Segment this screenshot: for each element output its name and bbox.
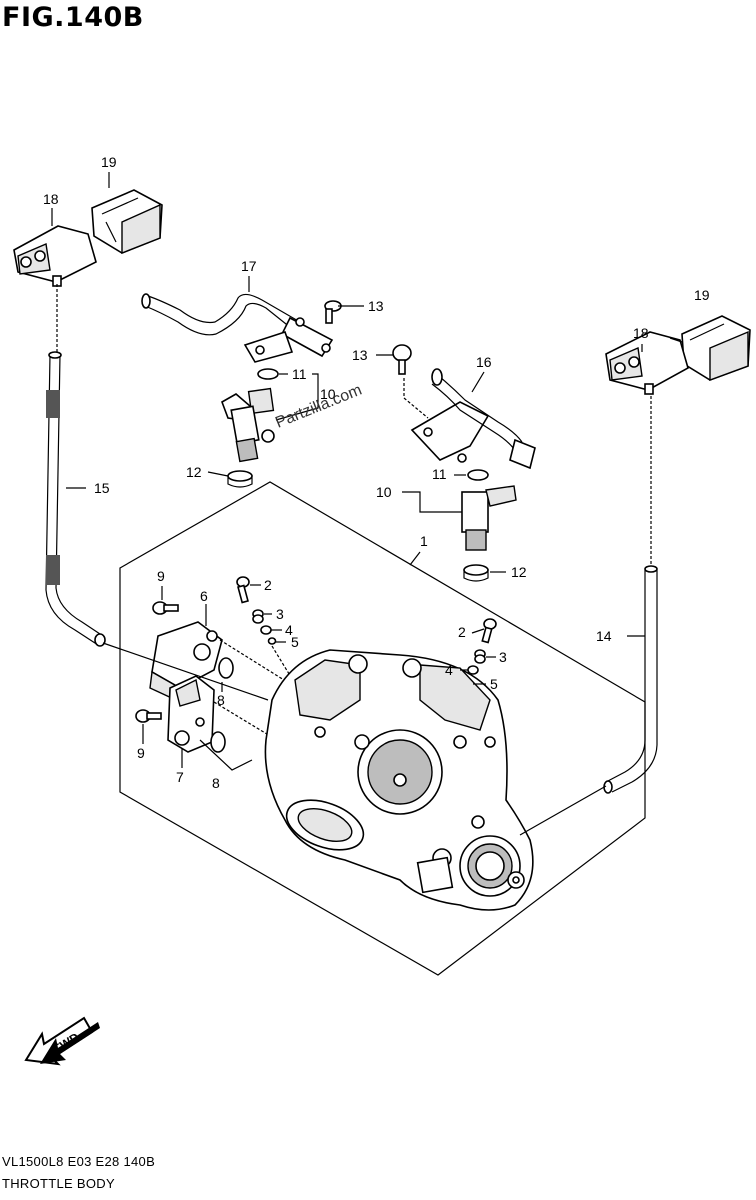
- screw-2-right[interactable]: [481, 618, 497, 644]
- leader-13-dash2: [403, 397, 429, 419]
- callout-5-left: 5: [291, 634, 299, 650]
- o-ring-8-bottom[interactable]: [210, 731, 226, 753]
- leader-lines: [51, 172, 683, 768]
- cap-19-left[interactable]: [91, 189, 163, 255]
- callout-13-top: 13: [368, 298, 384, 314]
- fwd-arrow-icon: FWD: [24, 1016, 100, 1066]
- bolt-13-right[interactable]: [392, 344, 412, 375]
- leader-15-body: [102, 642, 269, 701]
- callout-17: 17: [241, 258, 257, 274]
- assembly-outline: [119, 481, 646, 976]
- throttle-pulley[interactable]: [459, 835, 525, 897]
- model-code: VL1500L8 E03 E28 140B: [2, 1154, 156, 1169]
- o-ring-11-right[interactable]: [467, 469, 489, 481]
- callout-11-left: 11: [292, 366, 307, 382]
- callout-8-top: 8: [217, 692, 225, 708]
- screw-2-left[interactable]: [236, 576, 250, 604]
- callout-19-left: 19: [101, 154, 117, 170]
- spring-3-left[interactable]: [252, 609, 264, 624]
- throttle-body[interactable]: [264, 649, 534, 911]
- callout-10-left: 10: [320, 386, 336, 402]
- callout-8-bottom: 8: [212, 775, 220, 791]
- callout-12-right: 12: [511, 564, 527, 580]
- callout-12-left: 12: [186, 464, 202, 480]
- callout-15: 15: [94, 480, 110, 496]
- washer-4-left[interactable]: [260, 625, 272, 635]
- o-ring-8-top[interactable]: [218, 657, 234, 679]
- callout-2-right: 2: [458, 624, 466, 640]
- seal-12-left[interactable]: [227, 470, 253, 488]
- callout-2-left: 2: [264, 577, 272, 593]
- sensor-7[interactable]: [167, 675, 215, 753]
- callout-5-right: 5: [490, 676, 498, 692]
- callout-10-right: 10: [376, 484, 392, 500]
- callout-19-right: 19: [694, 287, 710, 303]
- fuel-pipe-16[interactable]: [410, 368, 536, 470]
- sensor-18-left[interactable]: [13, 225, 97, 287]
- figure-title: FIG.140B: [2, 2, 144, 33]
- callout-3-right: 3: [499, 649, 507, 665]
- callout-9-top: 9: [157, 568, 165, 584]
- figure-name: THROTTLE BODY: [2, 1176, 115, 1191]
- bolt-9-bottom[interactable]: [135, 709, 162, 723]
- bolt-13-top[interactable]: [324, 300, 342, 324]
- o-ring-5-left[interactable]: [267, 637, 277, 645]
- leader-14-body: [519, 785, 607, 836]
- spring-3-right[interactable]: [474, 649, 486, 664]
- washer-4-right[interactable]: [467, 665, 479, 675]
- callout-11-right: 11: [432, 466, 447, 482]
- fuel-hose-17[interactable]: [141, 293, 334, 363]
- callout-6: 6: [200, 588, 208, 604]
- hose-15[interactable]: [45, 351, 106, 647]
- sensor-18-right[interactable]: [605, 331, 689, 395]
- callout-4-left: 4: [285, 622, 293, 638]
- callout-14: 14: [596, 628, 612, 644]
- leader-8-bottom: [199, 739, 253, 771]
- callout-9-bottom: 9: [137, 745, 145, 761]
- cap-19-right[interactable]: [681, 315, 751, 382]
- callout-3-left: 3: [276, 606, 284, 622]
- injector-10-left[interactable]: [221, 387, 275, 463]
- callout-4-right: 4: [445, 662, 453, 678]
- injector-10-right[interactable]: [461, 485, 517, 551]
- leader-6-body: [219, 639, 301, 691]
- callout-1: 1: [420, 533, 428, 549]
- callout-16: 16: [476, 354, 492, 370]
- callout-18-right: 18: [633, 325, 649, 341]
- hose-14[interactable]: [603, 565, 658, 794]
- seal-12-right[interactable]: [463, 564, 489, 582]
- sensor-6[interactable]: [149, 621, 223, 701]
- callouts: 19 18 17 13 19 18 13 16 11 10 12 11 15 1…: [43, 154, 710, 791]
- bolt-9-top[interactable]: [152, 601, 179, 615]
- callout-13-right: 13: [352, 347, 368, 363]
- callout-7: 7: [176, 769, 184, 785]
- callout-18-left: 18: [43, 191, 59, 207]
- watermark: Partzilla.com: [273, 382, 364, 432]
- o-ring-11-left[interactable]: [257, 368, 279, 380]
